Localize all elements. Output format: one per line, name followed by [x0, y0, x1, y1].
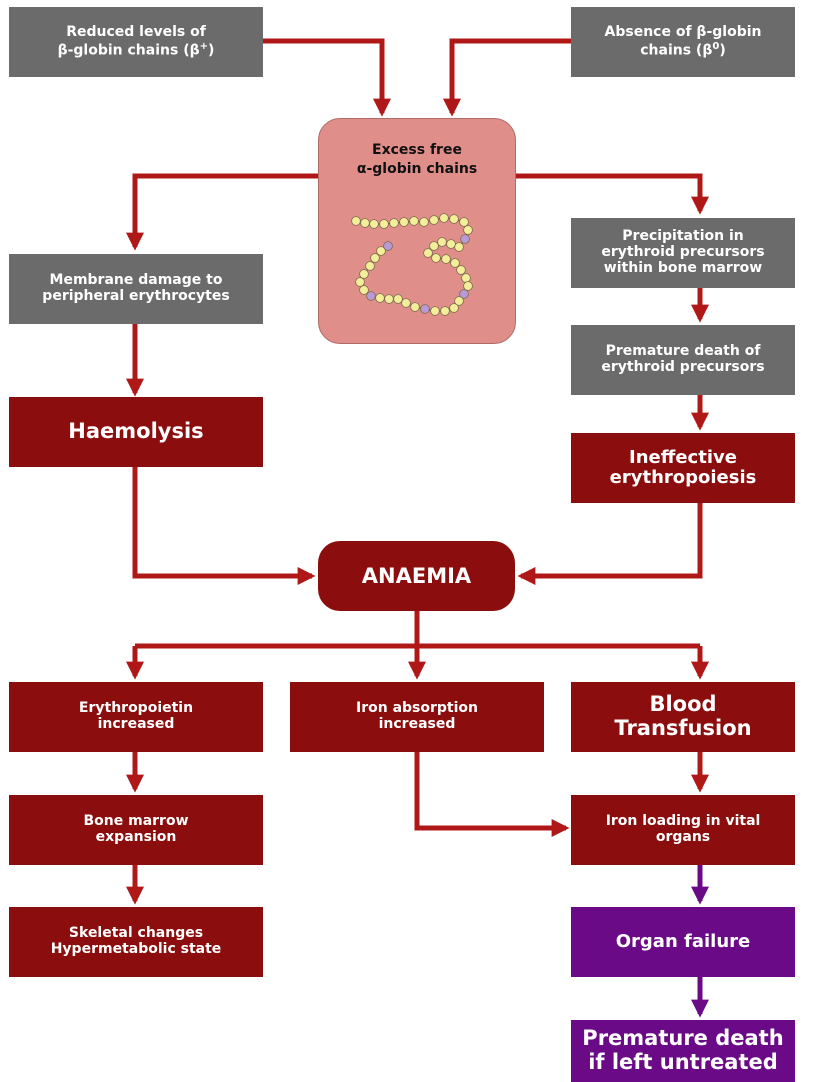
chain-bead: [365, 261, 375, 271]
chain-bead: [379, 219, 389, 229]
chain-bead: [420, 304, 430, 314]
chain-bead: [459, 217, 469, 227]
chain-bead: [423, 248, 433, 258]
chain-bead: [351, 216, 361, 226]
chain-bead: [359, 285, 369, 295]
chain-bead: [454, 296, 464, 306]
arrow-haemolysis-to-anaemia: [132, 467, 316, 585]
chain-bead: [384, 294, 394, 304]
arrow-iron-absorption-to-iron-loading: [414, 752, 570, 837]
chain-bead: [463, 281, 473, 291]
excess-alpha-globin-box: Excess free α-globin chains: [318, 118, 516, 344]
chain-bead: [431, 253, 441, 263]
chain-bead: [449, 303, 459, 313]
chain-bead: [370, 253, 380, 263]
chain-bead: [450, 258, 460, 268]
chain-bead: [429, 241, 439, 251]
chain-bead: [355, 277, 365, 287]
iron-absorption-box: Iron absorption increased: [290, 682, 544, 752]
chain-bead: [389, 218, 399, 228]
organ-failure-box: Organ failure: [571, 907, 795, 977]
arrow-absence-to-center: [443, 38, 571, 117]
chain-bead: [461, 273, 471, 283]
arrow-center-to-membrane: [126, 173, 318, 251]
chain-bead: [383, 241, 393, 251]
chain-bead: [449, 214, 459, 224]
chain-bead: [360, 218, 370, 228]
absence-line-2: chains (β0): [640, 40, 726, 59]
chain-bead: [440, 306, 450, 316]
arrow-center-to-precipitation: [516, 173, 709, 215]
premature-death-precursors-box: Premature death of erythroid precursors: [571, 325, 795, 395]
precipitation-box: Precipitation in erythroid precursors wi…: [571, 218, 795, 288]
blood-transfusion-box: Blood Transfusion: [571, 682, 795, 752]
chain-bead: [454, 242, 464, 252]
chain-bead: [419, 217, 429, 227]
chain-bead: [459, 289, 469, 299]
chain-bead: [399, 217, 409, 227]
chain-bead: [437, 237, 447, 247]
chain-bead: [366, 291, 376, 301]
premature-death-untreated-box: Premature death if left untreated: [571, 1020, 795, 1082]
chain-bead: [456, 265, 466, 275]
iron-loading-box: Iron loading in vital organs: [571, 795, 795, 865]
bone-marrow-expansion-box: Bone marrow expansion: [9, 795, 263, 865]
absence-beta-globin-box: Absence of β-globin chains (β0): [571, 7, 795, 77]
haemolysis-box: Haemolysis: [9, 397, 263, 467]
skeletal-changes-box: Skeletal changes Hypermetabolic state: [9, 907, 263, 977]
erythropoietin-box: Erythropoietin increased: [9, 682, 263, 752]
arrow-ineffective-to-anaemia: [517, 503, 703, 585]
arrow-anaemia-split: [135, 611, 700, 649]
chain-bead: [359, 269, 369, 279]
chain-bead: [460, 234, 470, 244]
chain-bead: [441, 254, 451, 264]
membrane-damage-box: Membrane damage to peripheral erythrocyt…: [9, 254, 263, 324]
reduced-line-1: Reduced levels of: [66, 24, 206, 40]
chain-bead: [376, 246, 386, 256]
chain-bead: [429, 215, 439, 225]
chain-bead: [401, 298, 411, 308]
arrow-reduced-to-center: [263, 38, 391, 117]
absence-line-1: Absence of β-globin: [604, 24, 762, 40]
chain-bead: [446, 239, 456, 249]
ineffective-erythropoiesis-box: Ineffective erythropoiesis: [571, 433, 795, 503]
reduced-line-2: β-globin chains (β+): [57, 40, 215, 59]
reduced-beta-globin-box: Reduced levels of β-globin chains (β+): [9, 7, 263, 77]
chain-bead: [393, 294, 403, 304]
chain-bead: [410, 302, 420, 312]
chain-bead: [430, 306, 440, 316]
chain-bead: [409, 216, 419, 226]
chain-bead: [375, 293, 385, 303]
anaemia-box: ANAEMIA: [318, 541, 515, 611]
alpha-globin-chain-icon: [351, 213, 473, 316]
excess-alpha-globin-title: Excess free α-globin chains: [356, 142, 478, 177]
chain-bead: [439, 213, 449, 223]
chain-bead: [463, 225, 473, 235]
chain-bead: [369, 219, 379, 229]
